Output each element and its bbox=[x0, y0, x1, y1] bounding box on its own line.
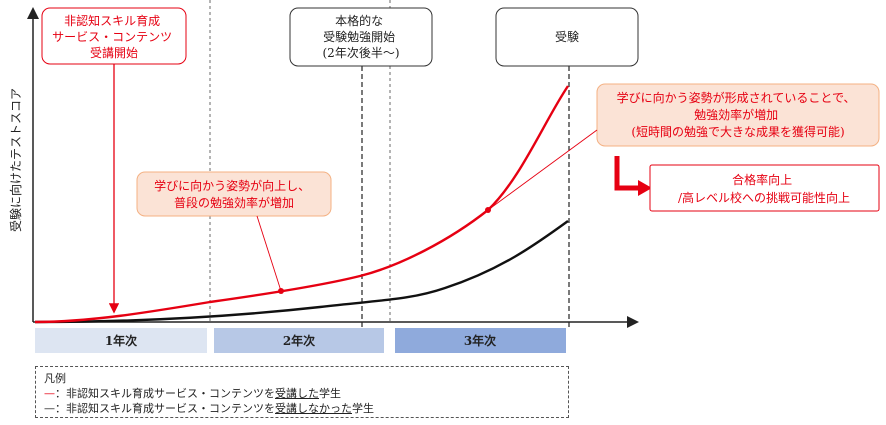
callout-late-line-2: 勉強効率が増加 bbox=[694, 107, 778, 122]
period-bar-1 bbox=[35, 328, 207, 353]
callout-late-box bbox=[596, 83, 880, 147]
period-bar-2 bbox=[214, 328, 384, 353]
callout-start-line-1: 非認知スキル育成 bbox=[64, 13, 160, 28]
svg-text:本格的な 受験勉強開始 (2年次後半〜): 本格的な 受験勉強開始 (2年次後半〜) bbox=[323, 13, 400, 60]
period-bar-3 bbox=[395, 328, 566, 353]
callout-exam-box bbox=[495, 7, 639, 67]
callout-honkaku-line-3: (2年次後半〜) bbox=[323, 46, 400, 60]
legend-item-black: —：非認知スキル育成サービス・コンテンツを受講しなかった学生 bbox=[44, 401, 560, 416]
callout-result-line-1: 合格率向上 bbox=[732, 172, 792, 187]
callout-honkaku-line-1: 本格的な bbox=[335, 13, 383, 28]
red-curve-taken bbox=[34, 85, 569, 324]
legend-black-underlined: 受講しなかった bbox=[275, 402, 352, 415]
callout-start-line-2: サービス・コンテンツ bbox=[52, 30, 172, 44]
legend-title: 凡例 bbox=[44, 372, 66, 385]
period-label-3: 3年次 bbox=[464, 333, 496, 348]
callout-result-line-2: /高レベル校への挑戦可能性向上 bbox=[678, 190, 850, 205]
black-curve-not-taken bbox=[34, 220, 569, 324]
callout-result-box bbox=[649, 164, 880, 212]
legend-red-underlined: 受講した bbox=[275, 387, 319, 400]
period-label-2: 2年次 bbox=[283, 333, 315, 348]
callout-mid-line-1: 学びに向かう姿勢が向上し、 bbox=[154, 178, 310, 193]
legend-black-pre: ：非認知スキル育成サービス・コンテンツを bbox=[55, 402, 275, 415]
callout-mid-box bbox=[136, 171, 332, 217]
svg-text:学びに向かう姿勢が向上し、 普段の勉強効率が増加: 学びに向かう姿勢が向上し、 普段の勉強効率が増加 bbox=[154, 178, 314, 210]
svg-text:学びに向かう姿勢が形成されていることで、 勉強効率が: 学びに向かう姿勢が形成されていることで、 勉強効率が増加 (短時間の勉強で大きな… bbox=[617, 90, 860, 139]
svg-text:非認知スキル育成 サービス・コンテンツ 受講: 非認知スキル育成 サービス・コンテンツ 受講開始 bbox=[52, 13, 176, 60]
callout-late-pointer bbox=[487, 129, 598, 211]
callout-exam-text: 受験 bbox=[555, 29, 579, 44]
callout-late-line-1: 学びに向かう姿勢が形成されていることで、 bbox=[617, 90, 856, 105]
callout-mid-pointer bbox=[256, 215, 282, 292]
callout-start-line-3: 受講開始 bbox=[90, 45, 138, 60]
legend-box: 凡例 —：非認知スキル育成サービス・コンテンツを受講した学生 —：非認知スキル育… bbox=[35, 366, 569, 418]
legend-red-dash: — bbox=[44, 387, 55, 400]
callout-honkaku-box bbox=[289, 7, 433, 67]
legend-black-post: 学生 bbox=[352, 402, 374, 415]
result-arrow-head bbox=[638, 180, 652, 196]
callout-mid-line-2: 普段の勉強効率が増加 bbox=[174, 195, 294, 210]
legend-red-pre: ：非認知スキル育成サービス・コンテンツを bbox=[55, 387, 275, 400]
legend-black-dash: — bbox=[44, 402, 55, 415]
svg-text:合格率向上 /高レベル校への挑戦可能性向上: 合格率向上 /高レベル校への挑戦可能性向上 bbox=[678, 172, 850, 205]
legend-red-post: 学生 bbox=[319, 387, 341, 400]
y-axis-label: 受験に向けたテストスコア bbox=[8, 88, 23, 232]
callout-honkaku-line-2: 受験勉強開始 bbox=[323, 29, 395, 44]
callout-late-line-3: (短時間の勉強で大きな成果を獲得可能) bbox=[631, 124, 844, 139]
result-elbow-arrow bbox=[614, 156, 640, 191]
period-label-1: 1年次 bbox=[105, 333, 137, 348]
legend-item-red: —：非認知スキル育成サービス・コンテンツを受講した学生 bbox=[44, 386, 560, 401]
